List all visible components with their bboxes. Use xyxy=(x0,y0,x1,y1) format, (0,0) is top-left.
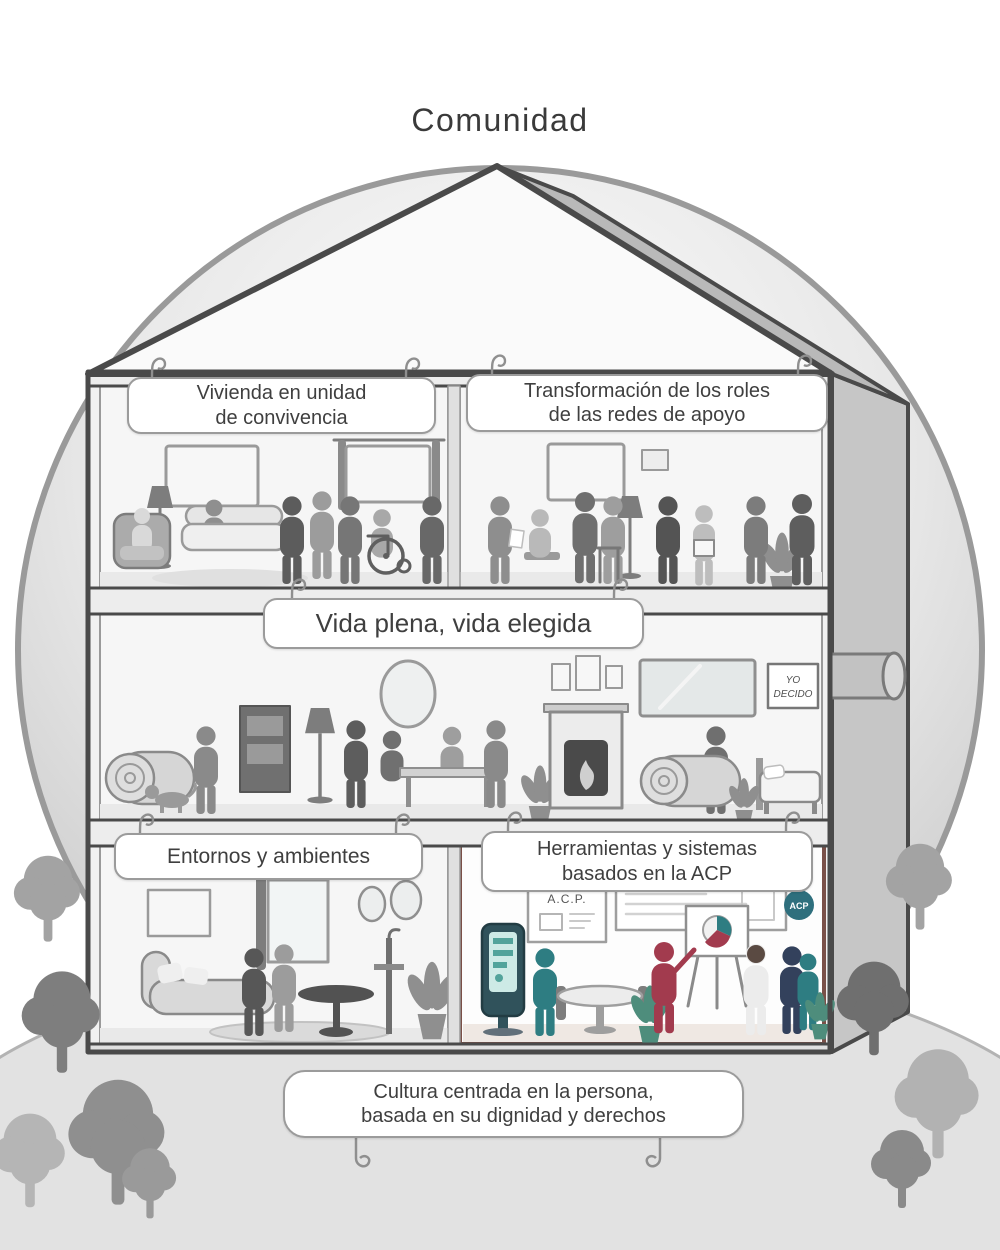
page-title: Comunidad xyxy=(411,102,589,138)
wall-mirror xyxy=(638,658,757,718)
wheelchair xyxy=(366,534,412,575)
plaque-vivienda: Vivienda en unidad de convivencia xyxy=(127,377,436,434)
flipchart xyxy=(684,904,750,1010)
svg-text:ACP: ACP xyxy=(789,901,808,911)
svg-text:YO: YO xyxy=(786,675,801,686)
plaque-vida-plena-line1: Vida plena, vida elegida xyxy=(315,607,592,638)
curtain xyxy=(256,874,266,970)
bed xyxy=(756,758,822,814)
acp-poster: A.C.P. xyxy=(526,882,608,944)
plaque-herramientas: Herramientas y sistemas basados en la AC… xyxy=(481,831,813,892)
window xyxy=(344,444,432,504)
plaque-herramientas-line2: basados en la ACP xyxy=(561,862,733,885)
plaque-transformacion-line1: Transformación de los roles xyxy=(523,379,771,402)
interior-wall xyxy=(447,845,461,1045)
person-figure xyxy=(529,509,551,558)
side-chimney xyxy=(828,651,907,701)
yo-decido-frame: YO DECIDO xyxy=(766,662,820,710)
wall-frame xyxy=(146,888,212,938)
pedestal-table xyxy=(298,985,374,1037)
oval-mirror xyxy=(357,885,387,923)
banner-cultura-line1: Cultura centrada en la persona, xyxy=(373,1080,654,1103)
plaque-vida-plena: Vida plena, vida elegida xyxy=(263,598,644,649)
coat-rack xyxy=(374,928,404,1034)
rug xyxy=(152,569,308,587)
svg-text:DECIDO: DECIDO xyxy=(774,689,813,700)
house-side-wall xyxy=(830,372,910,1054)
rolled-carpet xyxy=(639,754,742,808)
window xyxy=(546,442,626,502)
banner-legs xyxy=(354,1134,662,1168)
house-outline xyxy=(85,369,833,1055)
interior-wall xyxy=(447,385,461,589)
cabinet xyxy=(239,705,291,793)
dog xyxy=(145,782,197,813)
rug xyxy=(209,1021,391,1043)
banner-cultura-line2: basada en su dignidad y derechos xyxy=(361,1105,666,1127)
acp-badge: ACP xyxy=(784,890,814,920)
banner-cultura: Cultura centrada en la persona, basada e… xyxy=(283,1070,744,1138)
rolled-carpet xyxy=(104,750,196,806)
photo-frame xyxy=(693,539,715,557)
plaque-vivienda-line2: de convivencia xyxy=(215,406,348,429)
plaque-transformacion: Transformación de los roles de las redes… xyxy=(466,374,828,432)
paper-sheet xyxy=(508,528,525,549)
oval-mirror xyxy=(389,879,423,921)
room-middle: YO DECIDO xyxy=(99,613,823,826)
window xyxy=(164,444,260,508)
plaque-entornos-line1: Entornos y ambientes xyxy=(166,844,371,868)
person-figure xyxy=(132,508,152,552)
walker-frame xyxy=(596,546,622,584)
wall-frame xyxy=(641,449,669,471)
fireplace xyxy=(543,655,629,810)
plaque-entornos: Entornos y ambientes xyxy=(114,833,423,880)
curtain xyxy=(338,440,346,510)
mirror xyxy=(379,659,437,729)
curtain xyxy=(432,440,440,510)
svg-text:A.C.P.: A.C.P. xyxy=(547,892,586,906)
person-figure xyxy=(371,509,393,558)
plaque-herramientas-line1: Herramientas y sistemas xyxy=(536,838,758,861)
plaque-vivienda-line1: Vivienda en unidad xyxy=(196,382,367,405)
digital-kiosk xyxy=(480,922,526,1036)
plaque-transformacion-line2: de las redes de apoyo xyxy=(548,404,746,426)
